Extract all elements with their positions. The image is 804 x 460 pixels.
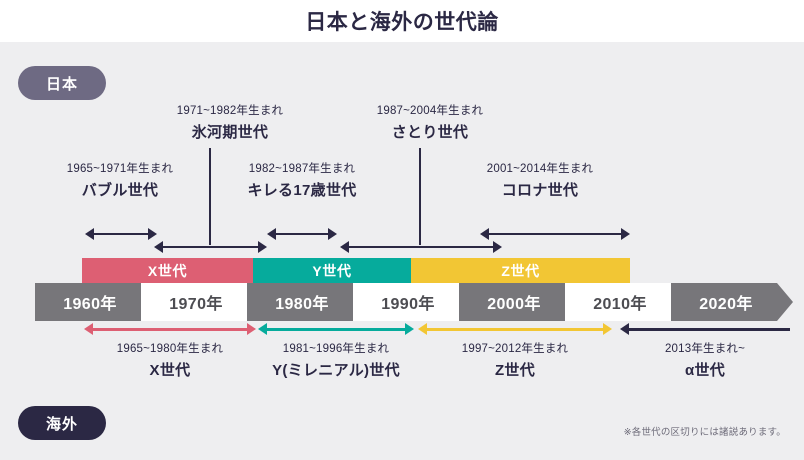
connector-line-satori	[419, 148, 421, 245]
decade-2000-label: 2000年	[487, 296, 541, 313]
badge-japan: 日本	[18, 66, 106, 100]
title-bar: 日本と海外の世代論	[0, 0, 804, 42]
jp-label-bubble-name: バブル世代	[81, 182, 159, 199]
arrow-head-right-icon	[148, 228, 157, 240]
decade-2010-label: 2010年	[593, 296, 647, 313]
arrow-shaft	[265, 327, 407, 331]
ov-label-x: 1965~1980年生まれ X世代	[55, 340, 285, 380]
arrow-head-right-icon	[258, 241, 267, 253]
ov-arrow-x	[84, 323, 256, 335]
decade-1990-label: 1990年	[381, 296, 435, 313]
arrow-head-right-icon	[621, 228, 630, 240]
arrow-head-left-icon	[267, 228, 276, 240]
decade-1980: 1980年	[247, 283, 369, 321]
decade-1960-label: 1960年	[63, 296, 117, 313]
arrow-shaft	[161, 246, 260, 249]
arrow-head-left-icon	[154, 241, 163, 253]
chart-canvas: 日本 海外 1971~1982年生まれ 氷河期世代 1987~2004年生まれ …	[0, 42, 804, 460]
jp-label-hyogaki-name: 氷河期世代	[191, 124, 269, 141]
ov-label-z: 1997~2012年生まれ Z世代	[400, 340, 630, 380]
ov-arrow-y	[258, 323, 414, 335]
arrow-head-right-icon	[328, 228, 337, 240]
decade-1970: 1970年	[141, 283, 263, 321]
jp-label-kireru17: 1982~1987年生まれ キレる17歳世代	[187, 160, 417, 200]
generation-color-band: X世代 Y世代 Z世代	[82, 258, 630, 283]
arrow-head-left-icon	[85, 228, 94, 240]
arrow-head-right-icon	[405, 323, 414, 335]
ov-arrow-alpha	[620, 323, 790, 335]
jp-label-corona-name: コロナ世代	[501, 182, 579, 199]
jp-label-bubble-years: 1965~1971年生まれ	[66, 163, 174, 175]
decade-timeline: 1960年 1970年 1980年 1990年 2000年 2010年 2020…	[35, 283, 780, 321]
decade-2010: 2010年	[565, 283, 687, 321]
decade-1990: 1990年	[353, 283, 475, 321]
arrow-head-left-icon	[84, 323, 93, 335]
jp-label-bubble: 1965~1971年生まれ バブル世代	[5, 160, 235, 200]
ov-label-alpha-name: α世代	[684, 362, 726, 379]
jp-label-hyogaki-years: 1971~1982年生まれ	[176, 105, 284, 117]
decade-1980-label: 1980年	[275, 296, 329, 313]
ov-label-z-name: Z世代	[494, 362, 536, 379]
jp-label-satori: 1987~2004年生まれ さとり世代	[315, 102, 545, 142]
arrow-head-right-icon	[603, 323, 612, 335]
jp-label-hyogaki: 1971~1982年生まれ 氷河期世代	[115, 102, 345, 142]
arrow-head-right-icon	[493, 241, 502, 253]
ov-label-alpha: 2013年生まれ~ α世代	[590, 340, 804, 380]
jp-label-satori-years: 1987~2004年生まれ	[376, 105, 484, 117]
arrow-shaft	[274, 233, 330, 236]
ov-label-x-years: 1965~1980年生まれ	[116, 343, 224, 355]
jp-label-kireru17-name: キレる17歳世代	[247, 182, 357, 199]
jp-arrow-kireru17	[267, 228, 337, 240]
band-segment-y: Y世代	[253, 258, 411, 283]
arrow-shaft	[91, 327, 249, 331]
jp-label-satori-name: さとり世代	[391, 124, 469, 141]
arrow-head-right-icon	[247, 323, 256, 335]
ov-label-x-name: X世代	[149, 362, 191, 379]
decade-2000: 2000年	[459, 283, 581, 321]
arrow-head-left-icon	[340, 241, 349, 253]
jp-arrow-corona	[480, 228, 630, 240]
arrow-shaft	[487, 233, 623, 236]
decade-1960: 1960年	[35, 283, 157, 321]
page-title: 日本と海外の世代論	[305, 11, 499, 34]
jp-label-kireru17-years: 1982~1987年生まれ	[248, 163, 356, 175]
jp-arrow-bubble	[85, 228, 157, 240]
ov-label-y-name: Y(ミレニアル)世代	[272, 362, 400, 379]
arrow-shaft	[92, 233, 150, 236]
arrow-head-left-icon	[258, 323, 267, 335]
ov-arrow-z	[418, 323, 612, 335]
jp-arrow-satori	[340, 241, 502, 253]
footnote: ※各世代の区切りには諸説あります。	[623, 427, 786, 438]
decade-2020-label: 2020年	[699, 296, 753, 313]
arrow-shaft	[347, 246, 495, 249]
arrow-head-left-icon	[418, 323, 427, 335]
ov-label-y-years: 1981~1996年生まれ	[282, 343, 390, 355]
arrow-shaft	[627, 327, 790, 331]
ov-label-alpha-years: 2013年生まれ~	[664, 343, 746, 355]
jp-arrow-hyogaki	[154, 241, 267, 253]
band-segment-x: X世代	[82, 258, 253, 283]
ov-label-y: 1981~1996年生まれ Y(ミレニアル)世代	[221, 340, 451, 380]
jp-label-corona: 2001~2014年生まれ コロナ世代	[425, 160, 655, 200]
arrow-head-left-icon	[480, 228, 489, 240]
decade-2020: 2020年	[671, 283, 793, 321]
arrow-shaft	[425, 327, 605, 331]
arrow-head-left-icon	[620, 323, 629, 335]
decade-1970-label: 1970年	[169, 296, 223, 313]
band-segment-z: Z世代	[411, 258, 630, 283]
connector-line-hyogaki	[209, 148, 211, 245]
ov-label-z-years: 1997~2012年生まれ	[461, 343, 569, 355]
badge-overseas: 海外	[18, 406, 106, 440]
jp-label-corona-years: 2001~2014年生まれ	[486, 163, 594, 175]
